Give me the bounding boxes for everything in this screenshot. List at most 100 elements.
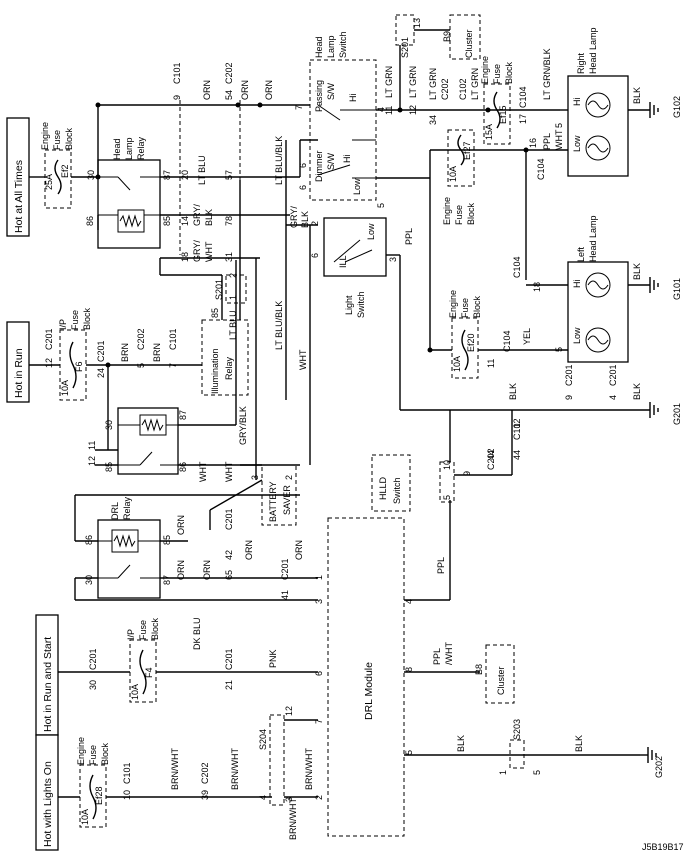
svg-text:10A: 10A: [80, 809, 90, 825]
svg-text:BRN: BRN: [120, 343, 130, 362]
svg-text:PPL: PPL: [432, 648, 442, 665]
svg-text:Switch: Switch: [392, 477, 402, 504]
light-switch: Light Switch ILL Low 2 6 3 PPL: [310, 217, 414, 318]
svg-text:SAVER: SAVER: [282, 485, 292, 515]
svg-text:Head Lamp: Head Lamp: [588, 27, 598, 74]
fuse-ef20: 10A Ef20 Engine Fuse Block: [448, 290, 482, 379]
svg-text:PPL: PPL: [404, 228, 414, 245]
svg-text:WHT: WHT: [204, 241, 214, 262]
svg-text:BRN/WHT: BRN/WHT: [230, 748, 240, 790]
drl-relay: DRL Relay 86 30 85 87: [84, 496, 172, 599]
svg-text:4: 4: [258, 795, 268, 800]
svg-text:Lamp: Lamp: [124, 137, 134, 160]
svg-text:85: 85: [162, 216, 172, 226]
svg-text:85: 85: [162, 535, 172, 545]
svg-text:7: 7: [314, 719, 324, 724]
splice-s203: S203 1 5: [498, 719, 542, 775]
svg-text:Relay: Relay: [122, 496, 132, 520]
svg-text:C202: C202: [200, 762, 210, 784]
svg-text:HLLD: HLLD: [378, 476, 388, 500]
svg-text:18: 18: [532, 282, 542, 292]
splice-s201-left: S201 2 1: [214, 273, 247, 304]
svg-text:Block: Block: [466, 202, 476, 225]
svg-text:Ef15: Ef15: [498, 105, 508, 124]
svg-text:10A: 10A: [130, 684, 140, 700]
svg-text:Right: Right: [576, 52, 586, 74]
svg-text:Block: Block: [100, 742, 110, 765]
svg-text:ORN: ORN: [202, 80, 212, 100]
svg-text:ORN: ORN: [240, 80, 250, 100]
svg-text:BLK: BLK: [456, 735, 466, 752]
svg-text:87: 87: [162, 170, 172, 180]
svg-text:B9: B9: [442, 31, 452, 42]
svg-text:87: 87: [178, 410, 188, 420]
ground-g201: G201: [649, 402, 682, 425]
svg-text:85: 85: [210, 308, 220, 318]
svg-text:Fuse: Fuse: [454, 205, 464, 225]
svg-text:ORN: ORN: [176, 560, 186, 580]
svg-text:C201: C201: [608, 364, 618, 386]
svg-text:WHT: WHT: [224, 461, 234, 482]
svg-text:Hi: Hi: [572, 98, 582, 107]
svg-text:86: 86: [178, 462, 188, 472]
headlamp-relay: Head Lamp Relay 86 87 85: [85, 136, 172, 249]
svg-text:PPL: PPL: [542, 133, 552, 150]
svg-text:85: 85: [104, 462, 114, 472]
svg-text:GRY/BLK: GRY/BLK: [238, 406, 248, 445]
splice-s204: S204 12 3 BRN/WHT BRN/WHT: [258, 706, 314, 840]
hlld-switch: HLLD Switch: [371, 454, 411, 512]
svg-text:G202: G202: [654, 756, 664, 778]
svg-text:S201: S201: [214, 279, 224, 300]
svg-text:LT GRN: LT GRN: [470, 68, 480, 100]
svg-text:2: 2: [284, 475, 294, 480]
svg-text:LT BLU: LT BLU: [228, 310, 238, 340]
svg-text:6: 6: [298, 163, 308, 168]
svg-text:Head Lamp: Head Lamp: [588, 215, 598, 262]
svg-text:5: 5: [404, 750, 414, 755]
svg-text:Block: Block: [64, 127, 74, 150]
svg-text:ORN: ORN: [244, 540, 254, 560]
left-headlamp: Left Head Lamp Hi Low: [567, 215, 629, 363]
svg-text:GRY/: GRY/: [289, 206, 299, 228]
svg-text:C102: C102: [458, 78, 468, 100]
svg-text:15A: 15A: [484, 124, 494, 140]
svg-text:3: 3: [250, 475, 260, 480]
svg-text:BLK: BLK: [632, 87, 642, 104]
svg-text:C101: C101: [122, 762, 132, 784]
svg-text:C104: C104: [518, 86, 528, 108]
svg-text:C202: C202: [486, 448, 496, 470]
svg-text:S/W: S/W: [326, 82, 336, 100]
svg-text:2: 2: [228, 273, 238, 278]
svg-text:12: 12: [87, 456, 97, 466]
svg-text:57: 57: [224, 170, 234, 180]
svg-text:11: 11: [87, 441, 97, 450]
svg-text:1: 1: [498, 770, 508, 775]
svg-text:5: 5: [136, 363, 146, 368]
svg-text:Relay: Relay: [136, 136, 146, 160]
svg-text:24: 24: [96, 368, 106, 378]
svg-text:Switch: Switch: [338, 31, 348, 58]
svg-text:Ef28: Ef28: [94, 786, 104, 805]
svg-text:10A: 10A: [60, 380, 70, 396]
svg-text:WHT: WHT: [198, 461, 208, 482]
svg-text:Ef2: Ef2: [60, 164, 70, 178]
svg-text:BLK: BLK: [574, 735, 584, 752]
svg-text:G101: G101: [672, 278, 682, 300]
cluster-top: B9 Cluster: [442, 14, 481, 60]
svg-text:Hot at All Times: Hot at All Times: [13, 160, 25, 233]
svg-text:C104: C104: [502, 330, 512, 352]
svg-text:DRL: DRL: [110, 502, 120, 520]
drl-module: DRL Module 4 8 5: [327, 517, 414, 837]
svg-text:C101: C101: [172, 62, 182, 84]
svg-text:BRN: BRN: [152, 343, 162, 362]
svg-text:BLK: BLK: [300, 211, 310, 228]
svg-text:3: 3: [284, 797, 294, 802]
svg-text:BLK: BLK: [632, 383, 642, 400]
power-hot-in-run-and-start: Hot in Run and Start: [35, 614, 59, 736]
svg-text:65: 65: [224, 570, 234, 580]
svg-text:41: 41: [280, 590, 290, 600]
svg-text:8: 8: [404, 667, 414, 672]
svg-text:Block: Block: [82, 307, 92, 330]
svg-text:5: 5: [554, 347, 564, 352]
svg-text:10: 10: [122, 790, 132, 800]
